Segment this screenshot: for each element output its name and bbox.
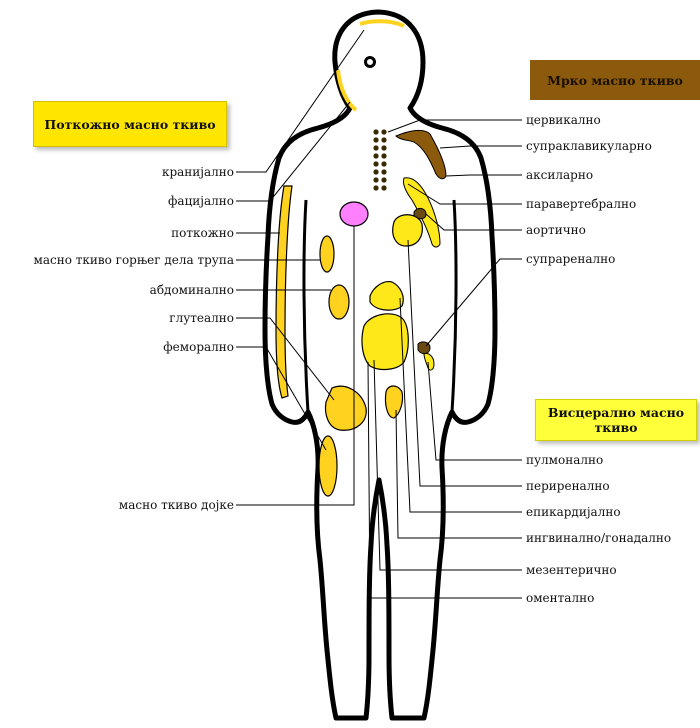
label-epicardial: епикардијално: [526, 505, 621, 519]
abdominal-fat: [329, 285, 349, 319]
label-omental: оментално: [526, 591, 594, 605]
label-cervical: цервикално: [526, 113, 601, 127]
label-subcutaneous: поткожно: [171, 226, 234, 240]
label-cranial: кранијално: [162, 165, 234, 179]
brown-fat-box: Мрко масно ткиво: [530, 60, 700, 100]
visceral-fat-box: Висцерално масно ткиво: [535, 399, 697, 441]
label-mesenteric: мезентерично: [526, 563, 617, 577]
label-perirenal: периренално: [526, 479, 610, 493]
label-abdominal: абдоминално: [150, 283, 234, 297]
label-breast: масно ткиво дојке: [119, 498, 234, 512]
subcutaneous-fat-box: Поткожно масно ткиво: [33, 101, 227, 147]
label-suprarenal: супрареналнo: [526, 252, 615, 266]
upper-trunk-fat: [320, 236, 334, 272]
breast-fat: [340, 202, 368, 226]
pulmonary-fat: [393, 215, 423, 246]
label-facial: фацијално: [168, 194, 234, 208]
label-pulmonary: пулмонално: [526, 453, 603, 467]
label-supraclavicular: супраклавикуларно: [526, 139, 652, 153]
label-upper-trunk: масно ткиво горњег дела трупа: [33, 253, 234, 267]
label-aortic: аортично: [526, 223, 586, 237]
label-gluteal: глутеално: [169, 311, 234, 325]
label-femoral: феморално: [163, 340, 234, 354]
label-paravertebral: паравертебрално: [526, 197, 636, 211]
eye-icon: [366, 58, 375, 67]
label-inguinal-gonadal: ингвинално/гонадално: [526, 531, 671, 545]
femoral-fat: [319, 436, 337, 496]
label-axillary: аксиларно: [526, 168, 593, 182]
